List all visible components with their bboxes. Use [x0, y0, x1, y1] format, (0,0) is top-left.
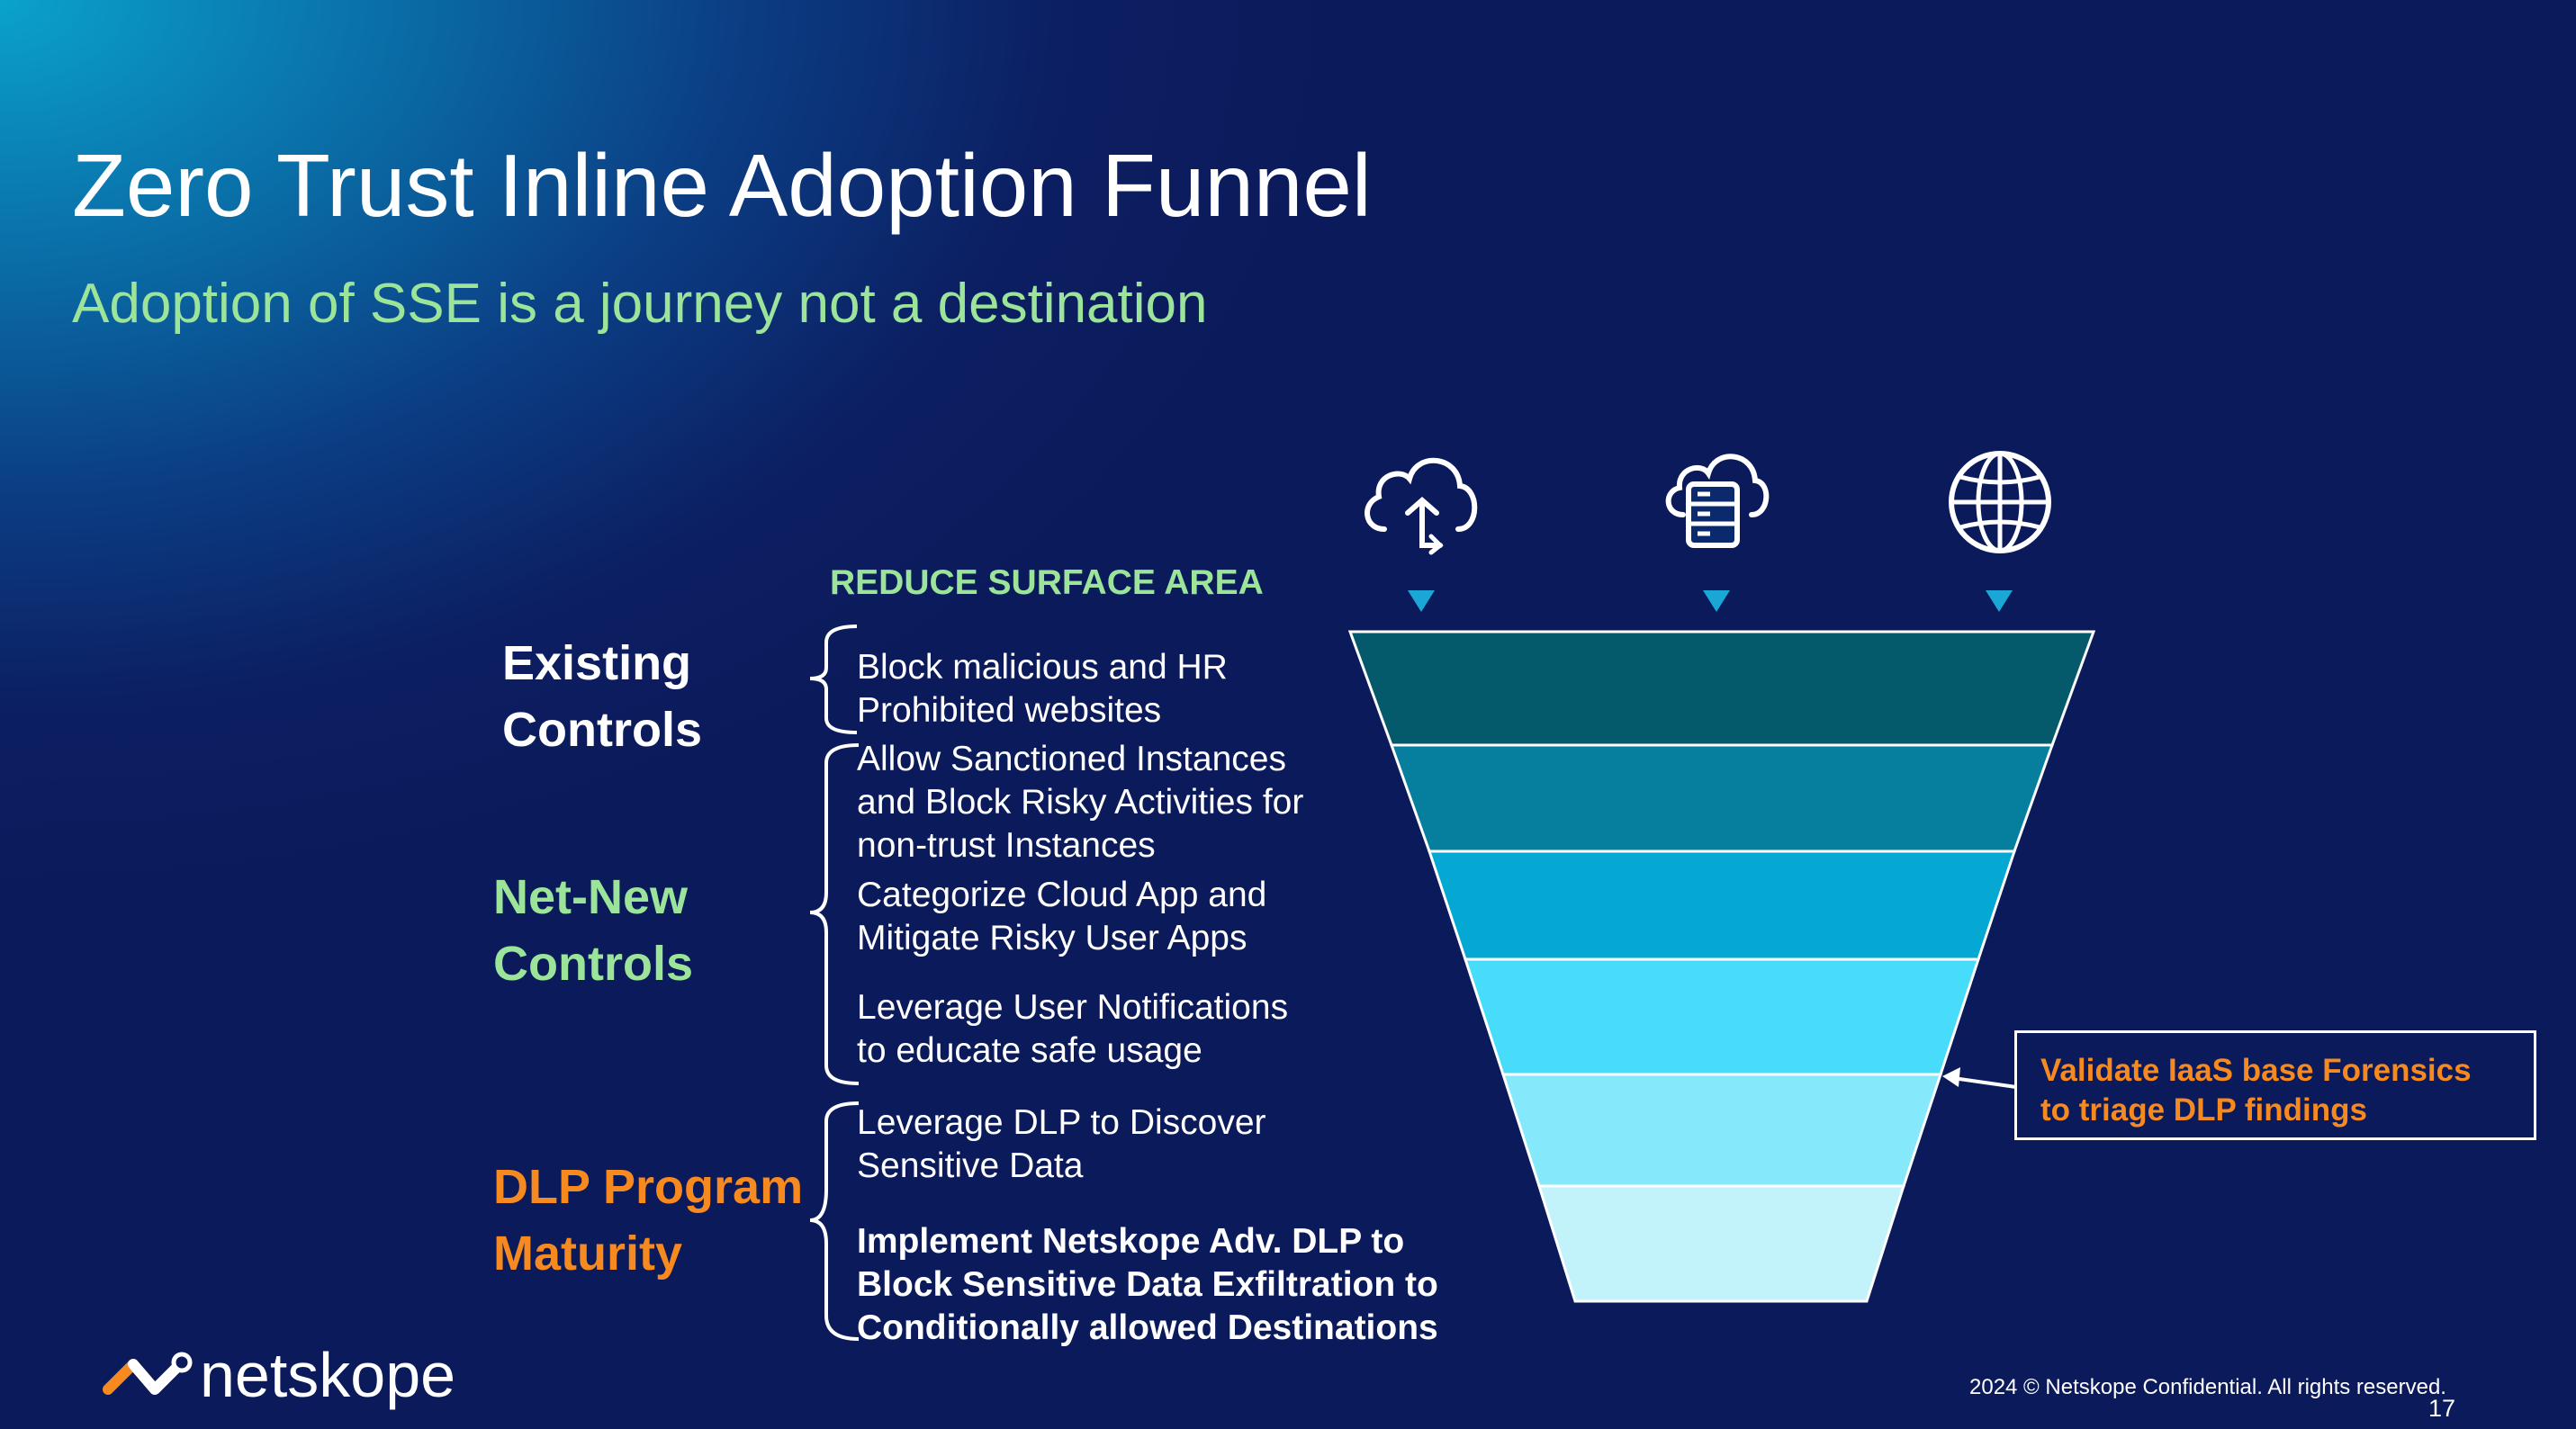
- down-arrow-icon: [1408, 590, 1435, 612]
- funnel-layer-5: [1500, 1073, 1943, 1188]
- step-line: Conditionally allowed Destinations: [857, 1308, 1438, 1347]
- step-line: Leverage User Notifications: [857, 988, 1289, 1027]
- funnel: [1347, 630, 2096, 1303]
- step-line: Allow Sanctioned Instances: [857, 740, 1286, 778]
- page-subtitle: Adoption of SSE is a journey not a desti…: [72, 273, 1208, 335]
- brace-existing: [809, 625, 858, 734]
- netskope-logo-text: netskope: [200, 1340, 456, 1410]
- step-line: Leverage DLP to Discover: [857, 1103, 1266, 1142]
- step-line: to educate safe usage: [857, 1031, 1202, 1070]
- step-dlp-discover: Leverage DLP to Discover Sensitive Data: [857, 1101, 1266, 1188]
- group-label-line: Net-New: [493, 870, 689, 924]
- step-line: Categorize Cloud App and: [857, 876, 1267, 914]
- funnel-layer-4: [1463, 957, 1981, 1076]
- step-line: and Block Risky Activities for: [857, 783, 1304, 822]
- group-dlp-program-maturity: DLP Program Maturity: [493, 1154, 803, 1287]
- netskope-logo-mark: [103, 1352, 193, 1395]
- step-categorize-cloud-app: Categorize Cloud App and Mitigate Risky …: [857, 874, 1266, 960]
- callout-box: Validate IaaS base Forensics to triage D…: [2014, 1030, 2536, 1140]
- cloud-sync-icon: [1365, 457, 1478, 555]
- step-allow-sanctioned: Allow Sanctioned Instances and Block Ris…: [857, 738, 1303, 867]
- step-line: non-trust Instances: [857, 826, 1156, 865]
- page-number: 17: [2428, 1395, 2456, 1422]
- page-title: Zero Trust Inline Adoption Funnel: [72, 136, 1372, 235]
- funnel-layer-6: [1536, 1184, 1906, 1303]
- callout-arrow: [1942, 1067, 2017, 1089]
- cloud-server-icon: [1665, 454, 1770, 548]
- step-advanced-dlp: Implement Netskope Adv. DLP to Block Sen…: [857, 1220, 1438, 1350]
- group-net-new-controls: Net-New Controls: [493, 864, 693, 997]
- brace-netnew: [809, 743, 860, 1085]
- brace-dlp: [809, 1101, 860, 1341]
- group-label-line: Controls: [493, 937, 693, 991]
- globe-icon: [1949, 451, 2051, 553]
- group-label-line: Maturity: [493, 1227, 683, 1281]
- step-line: Sensitive Data: [857, 1146, 1084, 1185]
- callout-line: Validate IaaS base Forensics: [2040, 1053, 2472, 1088]
- funnel-header: REDUCE SURFACE AREA: [830, 563, 1264, 602]
- down-arrow-icon: [1986, 590, 2013, 612]
- group-label-line: DLP Program: [493, 1160, 804, 1214]
- step-user-notifications: Leverage User Notifications to educate s…: [857, 986, 1288, 1073]
- step-block-malicious: Block malicious and HR Prohibited websit…: [857, 646, 1228, 732]
- footer-copyright: 2024 © Netskope Confidential. All rights…: [1969, 1375, 2446, 1399]
- group-label-line: Controls: [502, 703, 702, 757]
- callout-line: to triage DLP findings: [2040, 1092, 2367, 1128]
- funnel-layer-2: [1389, 743, 2055, 853]
- step-line: Implement Netskope Adv. DLP to: [857, 1222, 1405, 1261]
- funnel-layer-1: [1347, 630, 2096, 747]
- step-line: Block malicious and HR: [857, 648, 1228, 687]
- group-existing-controls: Existing Controls: [502, 630, 702, 763]
- funnel-layer-3: [1427, 849, 2017, 961]
- step-line: Prohibited websites: [857, 691, 1162, 730]
- group-label-line: Existing: [502, 636, 692, 690]
- step-line: Mitigate Risky User Apps: [857, 919, 1247, 957]
- step-line: Block Sensitive Data Exfiltration to: [857, 1265, 1438, 1304]
- down-arrow-icon: [1703, 590, 1730, 612]
